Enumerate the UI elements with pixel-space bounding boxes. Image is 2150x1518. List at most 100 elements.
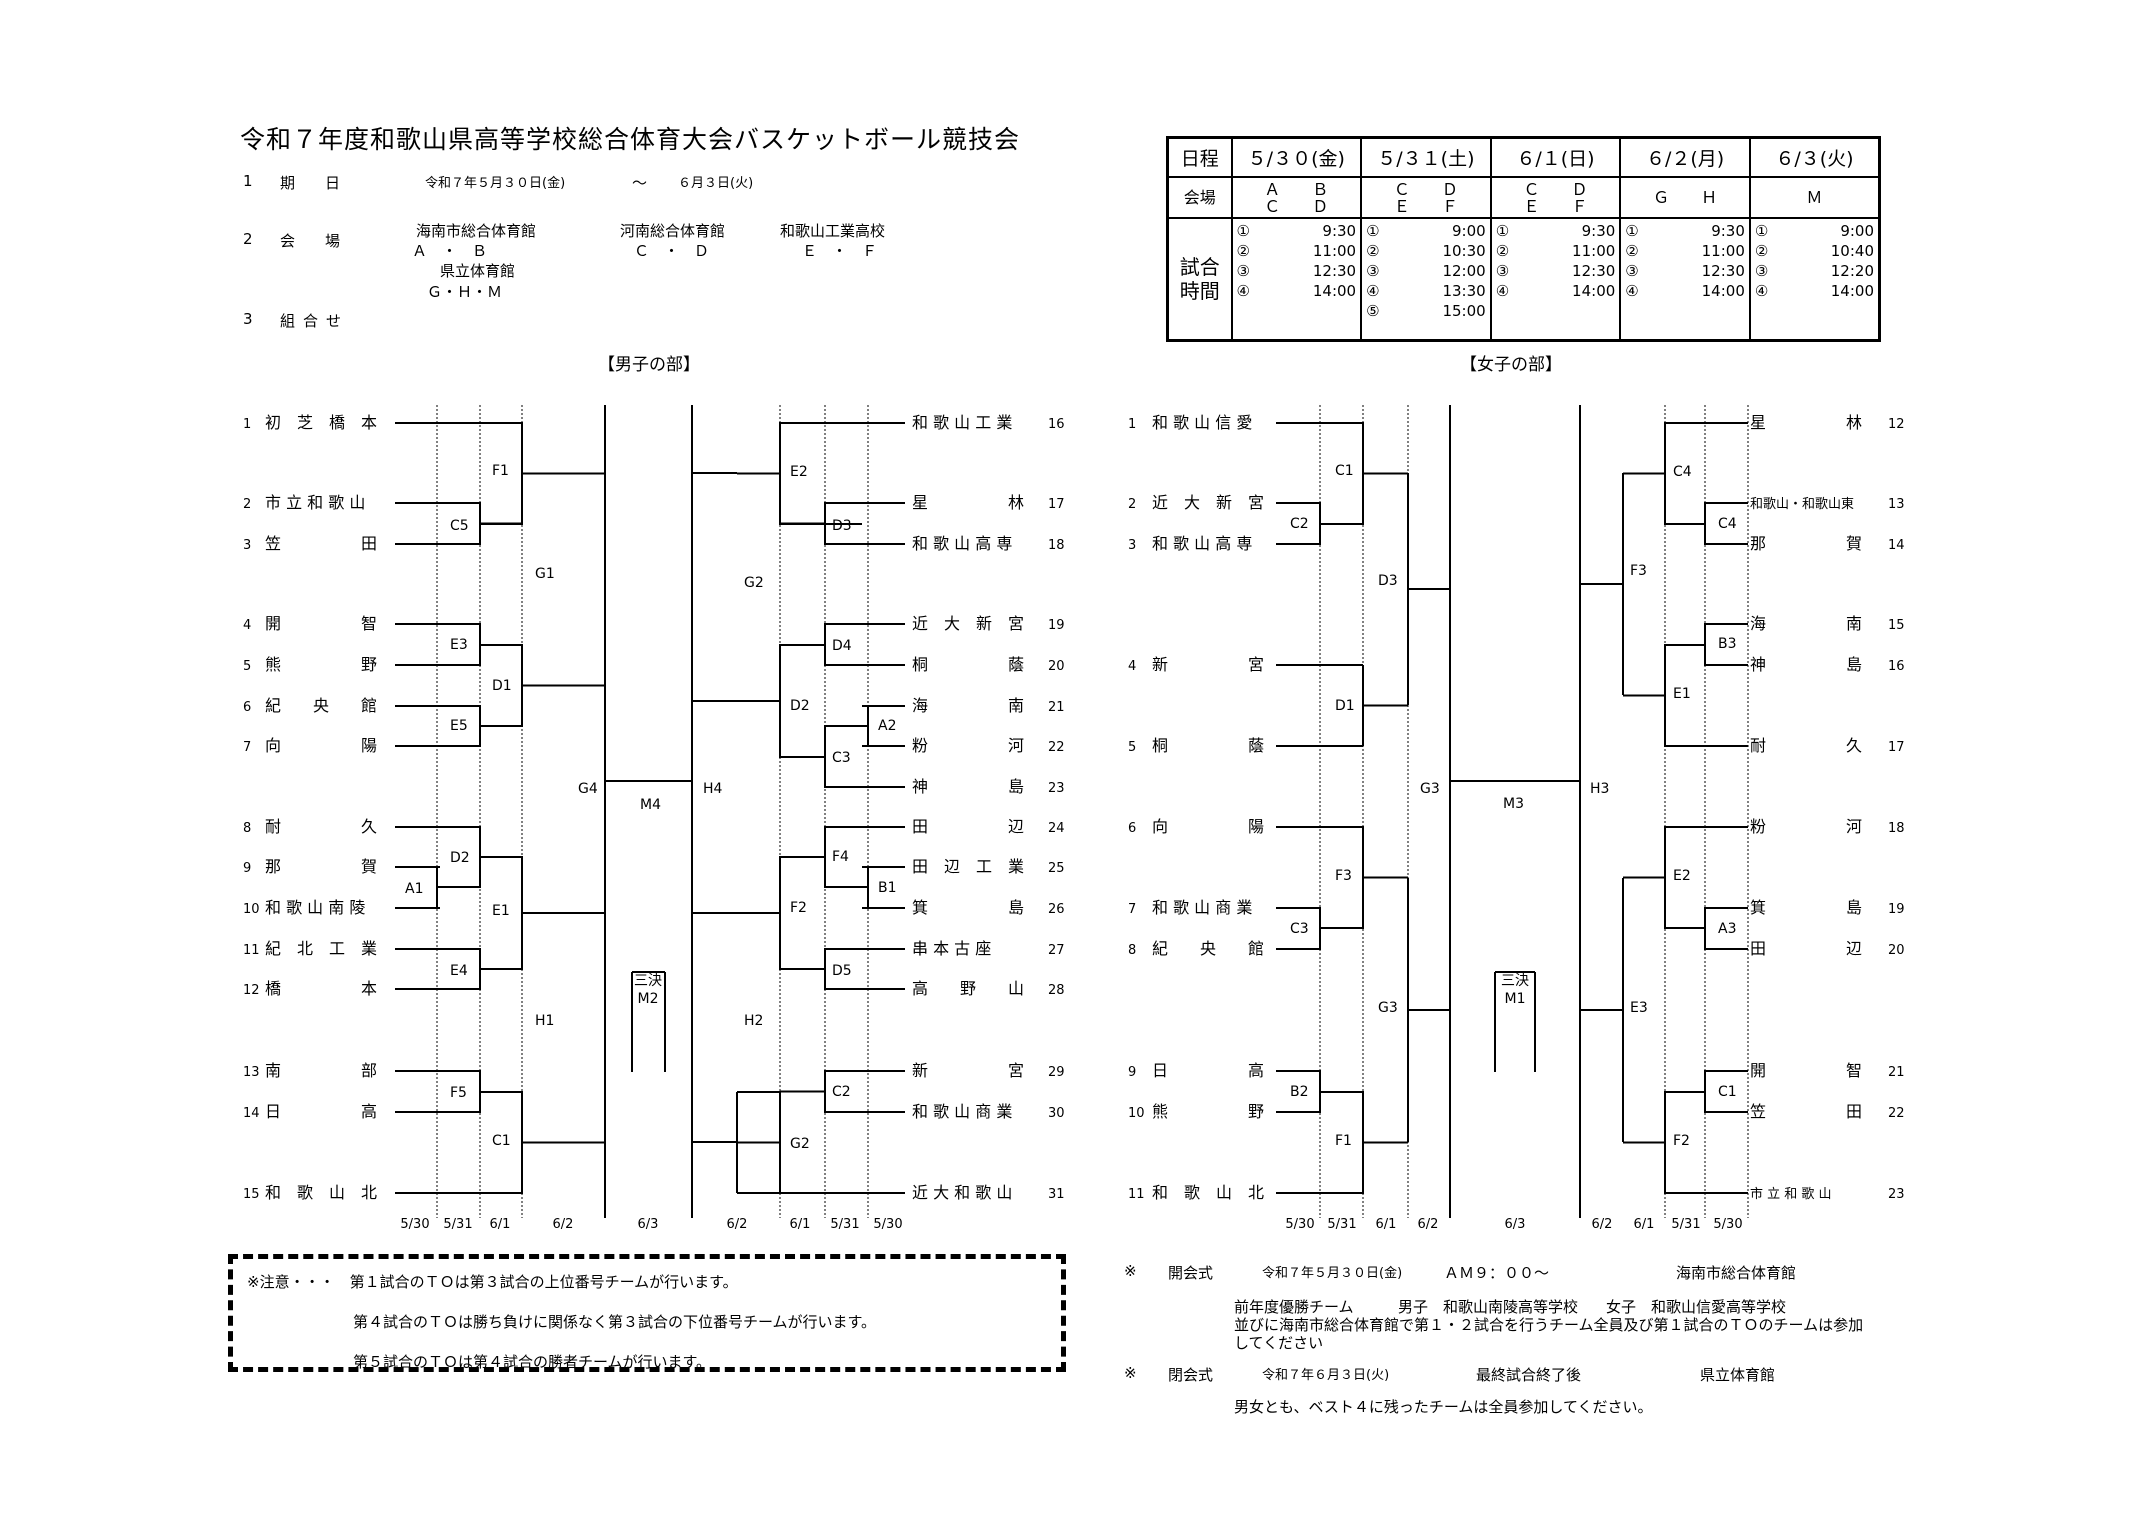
team-seed: 21 <box>1048 700 1065 715</box>
slot-number: ② <box>1236 242 1250 260</box>
match-label: C3 <box>832 750 851 766</box>
final-note: 男女とも、ベスト４に残ったチームは全員参加してください。 <box>1234 1398 1653 1416</box>
team-name: 和 歌 山 工 業 <box>912 413 1012 432</box>
team-seed: 12 <box>1888 417 1905 432</box>
schedule-venue-label: 会場 <box>1166 176 1233 219</box>
team-seed: 3 <box>243 538 251 553</box>
match-label: E2 <box>1673 868 1691 884</box>
team-seed: 4 <box>243 618 251 633</box>
time-slot: ④ 14:00 <box>1237 281 1357 301</box>
team-name: 向 陽 <box>265 736 377 755</box>
slot-time: 14:00 <box>1701 282 1745 300</box>
match-bracket <box>563 472 606 687</box>
match-label: C4 <box>1673 464 1692 480</box>
team-seed: 2 <box>1128 497 1136 512</box>
team-name: 那 賀 <box>1750 534 1862 553</box>
team-name: 和 歌 山 高 専 <box>912 534 1012 553</box>
team-seed: 17 <box>1048 497 1065 512</box>
match-label: A1 <box>405 881 423 897</box>
team-seed: 19 <box>1048 618 1065 633</box>
slot-number: ② <box>1495 242 1510 260</box>
match-label: C2 <box>1290 516 1309 532</box>
closing-label: 閉会式 <box>1168 1366 1214 1384</box>
round-date: 5/31 <box>443 1217 472 1232</box>
period-tilde: ～ <box>632 174 648 192</box>
women-section-title: 【女子の部】 <box>1460 355 1562 375</box>
team-seed: 1 <box>243 417 251 432</box>
team-name: 開 智 <box>265 614 377 633</box>
team-name: 日 高 <box>265 1102 377 1121</box>
period-label: 期 日 <box>280 174 341 192</box>
third-place-label: M1 <box>1505 991 1526 1007</box>
match-bracket <box>563 912 606 1144</box>
venue-label: 会 場 <box>280 232 341 250</box>
slot-time: 11:00 <box>1312 242 1357 260</box>
venue-row-2: Ｅ Ｆ <box>1523 196 1588 216</box>
slot-time: 14:00 <box>1830 282 1874 300</box>
team-name: 市 立 和 歌 山 <box>265 493 365 512</box>
prev-champion-men: 男子 和歌山南陵高等学校 <box>1398 1298 1579 1316</box>
slot-number: ④ <box>1754 282 1769 300</box>
slot-time: 9:30 <box>1711 222 1745 240</box>
slot-time: 13:30 <box>1442 282 1486 300</box>
team-name: 初 芝 橋 本 <box>265 413 377 432</box>
slot-time: 9:00 <box>1452 222 1486 240</box>
team-seed: 20 <box>1888 943 1905 958</box>
match-label: A3 <box>1718 921 1736 937</box>
venue-row-2: Ｃ Ｄ <box>1264 196 1329 216</box>
team-seed: 13 <box>1888 497 1905 512</box>
match-label: F1 <box>1335 1133 1352 1149</box>
match-label: G1 <box>535 566 555 582</box>
round-date: 6/1 <box>1634 1217 1655 1232</box>
team-name: 桐 蔭 <box>912 655 1024 674</box>
team-seed: 10 <box>243 902 260 917</box>
match-label: G2 <box>744 575 764 591</box>
match-label: E2 <box>790 464 808 480</box>
match-label: F4 <box>832 849 849 865</box>
match-bracket <box>691 472 737 702</box>
slot-time: 12:30 <box>1701 262 1745 280</box>
slot-number: ① <box>1754 222 1769 240</box>
team-name: 那 賀 <box>265 857 377 876</box>
team-seed: 11 <box>1128 1187 1145 1202</box>
round-date: 5/30 <box>1713 1217 1742 1232</box>
opening-note-2: してください <box>1234 1334 1324 1352</box>
match-label: D3 <box>832 518 852 534</box>
team-name: 紀 北 工 業 <box>265 939 377 958</box>
slot-number: ④ <box>1495 282 1510 300</box>
closing-time: 最終試合終了後 <box>1476 1366 1582 1384</box>
period-no: 1 <box>243 172 253 190</box>
team-seed: 30 <box>1048 1106 1065 1121</box>
team-seed: 27 <box>1048 943 1065 958</box>
team-seed: 24 <box>1048 821 1065 836</box>
schedule-header-label: 日程 <box>1166 136 1233 178</box>
round-date: 6/1 <box>1376 1217 1397 1232</box>
prev-champion-women: 女子 和歌山信愛高等学校 <box>1606 1298 1787 1316</box>
slot-time: 14:00 <box>1312 282 1357 300</box>
round-date: 6/2 <box>553 1217 574 1232</box>
slot-time: 9:30 <box>1322 222 1357 240</box>
team-seed: 22 <box>1888 1106 1905 1121</box>
team-seed: 7 <box>243 740 251 755</box>
slot-number: ① <box>1236 222 1250 240</box>
team-seed: 7 <box>1128 902 1136 917</box>
match-label: D1 <box>492 678 512 694</box>
team-seed: 11 <box>243 943 260 958</box>
slot-time: 11:00 <box>1701 242 1745 260</box>
team-name: 新 宮 <box>912 1061 1024 1080</box>
match-label: C5 <box>450 518 469 534</box>
opening-note-1: 並びに海南市総合体育館で第１・２試合を行うチーム全員及び第１試合のＴＯのチームは… <box>1234 1316 1864 1334</box>
match-label: F5 <box>450 1085 467 1101</box>
slot-number: ④ <box>1236 282 1250 300</box>
team-seed: 21 <box>1888 1065 1905 1080</box>
